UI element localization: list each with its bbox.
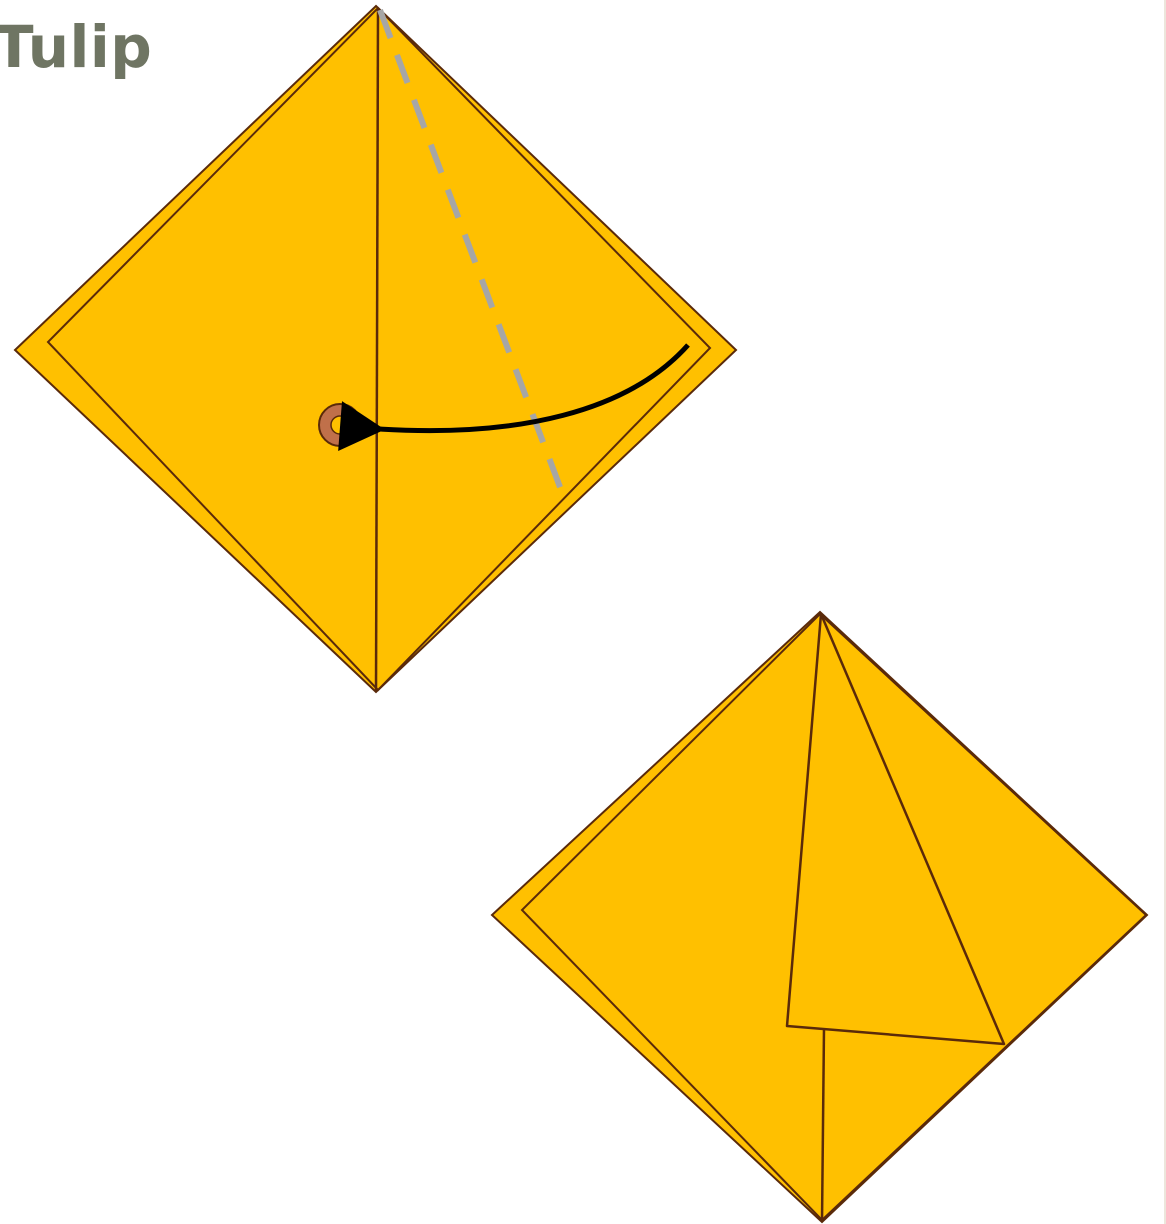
step-2-diagram <box>492 612 1147 1222</box>
step-1-front-layer <box>48 8 710 690</box>
target-marker-center <box>331 416 349 434</box>
step-1-diagram <box>15 6 736 692</box>
diagram-title: Tulip <box>0 18 152 76</box>
